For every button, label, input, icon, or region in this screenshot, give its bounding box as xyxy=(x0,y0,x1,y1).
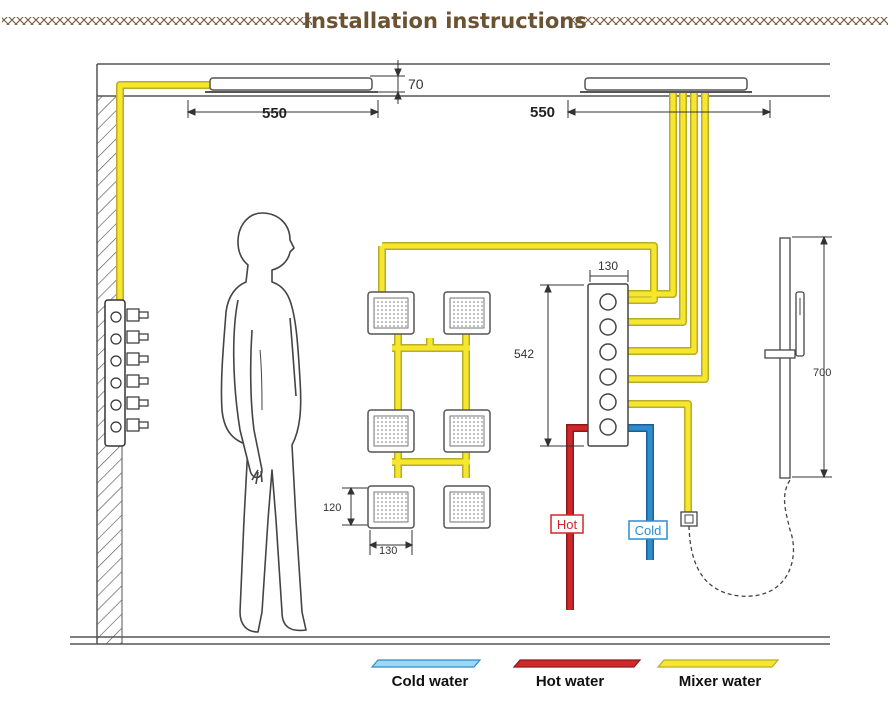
body-jet-icon xyxy=(443,291,491,335)
body-jet-icon xyxy=(367,291,415,335)
body-jet-icon xyxy=(443,409,491,453)
room-structure xyxy=(70,63,830,645)
cold-label-box: Cold xyxy=(628,520,668,540)
dimension-jet-width: 130 xyxy=(379,545,397,557)
title-ornament xyxy=(2,17,888,25)
dimension-slide-bar: 700 xyxy=(813,367,831,379)
dimension-lines xyxy=(186,60,832,555)
hot-label-box: Hot xyxy=(550,514,584,534)
ceiling-rain-shower-icon xyxy=(580,77,752,93)
hand-shower-icon xyxy=(680,237,805,597)
body-jet-icon xyxy=(367,485,415,529)
legend-label-cold: Cold water xyxy=(392,673,469,690)
dimension-rain-left: 550 xyxy=(262,105,287,122)
body-jet-icon xyxy=(367,409,415,453)
legend-label-hot: Hot water xyxy=(536,673,605,690)
human-figure-icon xyxy=(220,212,307,633)
title-ornament-right xyxy=(570,17,888,25)
dimension-valve-height: 542 xyxy=(514,347,534,361)
title-ornament-left xyxy=(2,17,312,25)
thermostatic-valve-icon xyxy=(587,283,629,447)
dimension-valve-width: 130 xyxy=(598,259,618,273)
hot-label: Hot xyxy=(557,517,578,532)
shower-panel-icon xyxy=(104,299,149,447)
cold-pipe xyxy=(618,424,654,560)
legend: Cold water Hot water Mixer water xyxy=(370,659,780,690)
body-jet-icon xyxy=(443,485,491,529)
legend-label-mixer: Mixer water xyxy=(679,673,762,690)
legend-item-hot: Hot water xyxy=(512,659,642,690)
dimension-rain-right: 550 xyxy=(530,104,555,121)
dimension-jet-height: 120 xyxy=(323,502,341,514)
cold-label: Cold xyxy=(635,523,662,538)
ceiling-rain-shower-icon xyxy=(205,77,378,93)
mixer-pipes xyxy=(116,81,709,512)
legend-item-mixer: Mixer water xyxy=(656,659,780,690)
legend-item-cold: Cold water xyxy=(370,659,482,690)
dimension-rain-height: 70 xyxy=(408,76,424,92)
